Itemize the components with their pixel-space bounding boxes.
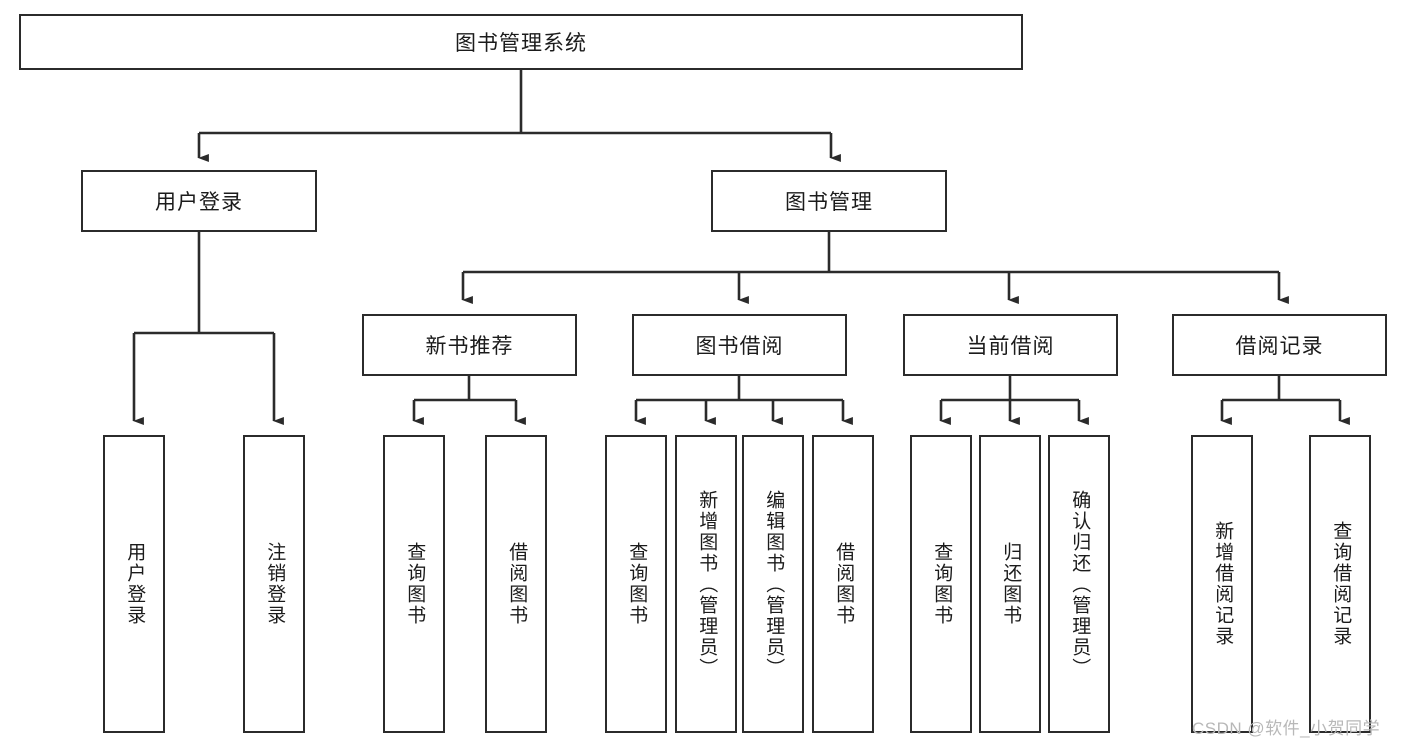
node-leaf-return-book[interactable]: 归还图书 xyxy=(979,435,1041,733)
node-leaf-borrow-book-2-label: 借阅图书 xyxy=(833,542,855,626)
node-leaf-edit-book[interactable]: 编辑图书（管理员） xyxy=(742,435,804,733)
node-leaf-query-book-3-label: 查询图书 xyxy=(931,542,953,626)
node-borrow-record-label: 借阅记录 xyxy=(1235,335,1324,358)
node-leaf-add-book[interactable]: 新增图书（管理员） xyxy=(675,435,737,733)
node-leaf-query-record[interactable]: 查询借阅记录 xyxy=(1309,435,1371,733)
node-leaf-borrow-book-1-label: 借阅图书 xyxy=(506,542,528,626)
node-leaf-borrow-book-2[interactable]: 借阅图书 xyxy=(812,435,874,733)
node-book-manage[interactable]: 图书管理 xyxy=(711,170,947,232)
node-leaf-user-logout[interactable]: 注销登录 xyxy=(243,435,305,733)
node-leaf-add-record[interactable]: 新增借阅记录 xyxy=(1191,435,1253,733)
node-new-book-recommend-label: 新书推荐 xyxy=(425,335,514,358)
node-new-book-recommend[interactable]: 新书推荐 xyxy=(362,314,577,376)
node-current-borrow[interactable]: 当前借阅 xyxy=(903,314,1118,376)
node-leaf-query-book-1[interactable]: 查询图书 xyxy=(383,435,445,733)
node-user-login-label: 用户登录 xyxy=(155,191,243,214)
node-borrow-record[interactable]: 借阅记录 xyxy=(1172,314,1387,376)
node-leaf-query-book-3[interactable]: 查询图书 xyxy=(910,435,972,733)
node-book-manage-label: 图书管理 xyxy=(785,191,873,214)
node-leaf-borrow-book-1[interactable]: 借阅图书 xyxy=(485,435,547,733)
node-leaf-return-book-label: 归还图书 xyxy=(1000,542,1022,626)
node-current-borrow-label: 当前借阅 xyxy=(966,335,1055,358)
node-leaf-query-book-2-label: 查询图书 xyxy=(626,542,648,626)
node-leaf-user-login[interactable]: 用户登录 xyxy=(103,435,165,733)
node-leaf-user-logout-label: 注销登录 xyxy=(264,542,286,626)
node-leaf-user-login-label: 用户登录 xyxy=(124,542,146,626)
node-leaf-confirm-return-label: 确认归还（管理员） xyxy=(1069,489,1091,679)
node-leaf-query-book-1-label: 查询图书 xyxy=(404,542,426,626)
node-leaf-confirm-return[interactable]: 确认归还（管理员） xyxy=(1048,435,1110,733)
node-leaf-query-book-2[interactable]: 查询图书 xyxy=(605,435,667,733)
node-leaf-edit-book-label: 编辑图书（管理员） xyxy=(763,489,785,679)
node-root-label: 图书管理系统 xyxy=(455,32,587,55)
csdn-watermark: CSDN @软件_小贺同学 xyxy=(1192,719,1381,738)
node-book-borrow[interactable]: 图书借阅 xyxy=(632,314,847,376)
node-leaf-query-record-label: 查询借阅记录 xyxy=(1330,521,1352,647)
node-root[interactable]: 图书管理系统 xyxy=(19,14,1023,70)
node-leaf-add-book-label: 新增图书（管理员） xyxy=(696,489,718,679)
node-leaf-add-record-label: 新增借阅记录 xyxy=(1212,521,1234,647)
node-book-borrow-label: 图书借阅 xyxy=(695,335,784,358)
node-user-login[interactable]: 用户登录 xyxy=(81,170,317,232)
